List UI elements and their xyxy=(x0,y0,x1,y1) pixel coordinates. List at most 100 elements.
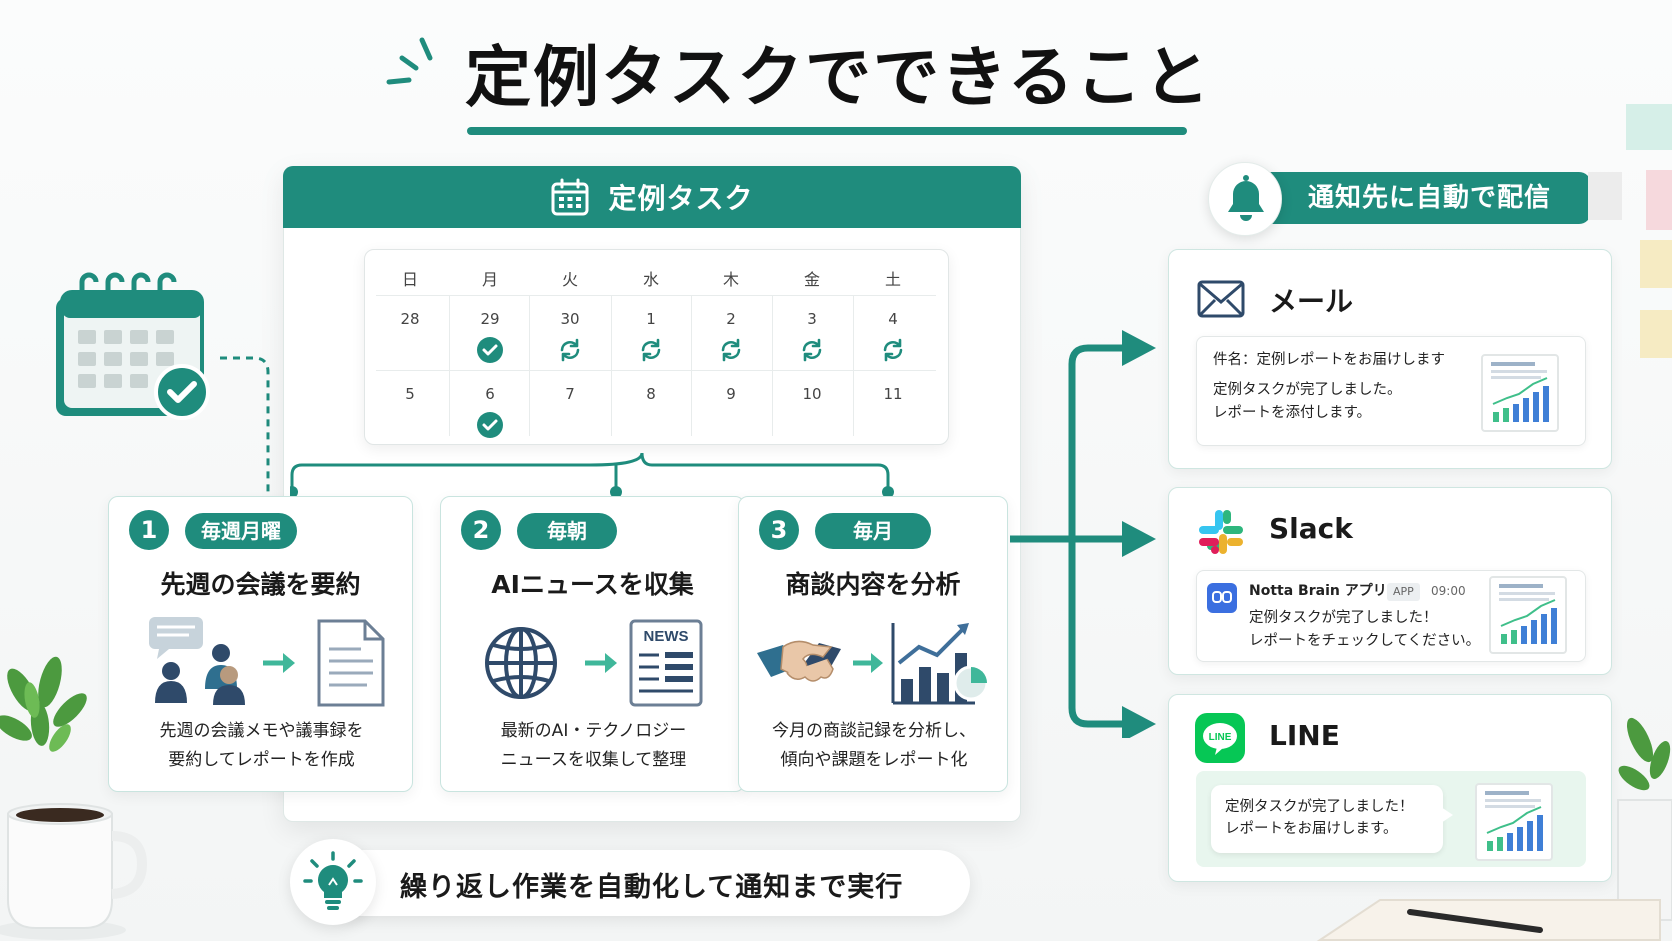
news-label: NEWS xyxy=(644,628,689,645)
calendar-day[interactable]: 29 xyxy=(450,298,530,372)
day-number: 7 xyxy=(565,385,575,403)
calendar-day[interactable]: 5 xyxy=(370,373,450,447)
line-chat-bubble: 定例タスクが完了しました！ レポートをお届けします。 xyxy=(1211,785,1443,853)
calendar-day[interactable]: 3 xyxy=(772,298,852,372)
app-avatar-icon xyxy=(1207,583,1237,613)
plant-decoration xyxy=(0,656,87,752)
calendar-divider xyxy=(376,370,936,371)
sticky-note-decoration xyxy=(1646,170,1672,230)
day-number: 30 xyxy=(560,310,580,328)
page-title: 定例タスクでできること xyxy=(465,39,1212,116)
report-thumbnail-icon xyxy=(1489,576,1567,654)
repeat-icon xyxy=(883,338,903,362)
task-title: AIニュースを収集 xyxy=(491,570,694,599)
task-card-2[interactable]: 2 毎朝 AIニュースを収集 NEWS 最新のAI・テクノロジー ニュースを収集… xyxy=(440,496,745,792)
distribution-arrows xyxy=(1010,330,1156,738)
task-description: 先週の会議メモや議事録を 要約してレポートを作成 xyxy=(159,721,364,770)
handshake-icon xyxy=(757,640,841,682)
frequency-badge: 毎朝 xyxy=(517,513,617,549)
slack-channel-card[interactable]: Slack Notta Brain アプリ APP 09:00 定例タスクが完了… xyxy=(1168,487,1612,675)
line-message-line: 定例タスクが完了しました！ xyxy=(1225,799,1414,815)
day-number: 3 xyxy=(807,310,817,328)
weekday-label: 火 xyxy=(561,270,578,289)
task-panel-title: 定例タスク xyxy=(608,182,754,215)
line-logo-icon: LINE xyxy=(1195,713,1245,763)
task-title: 商談内容を分析 xyxy=(785,570,961,599)
title-underline xyxy=(467,127,1187,135)
slack-message-line: 定例タスクが完了しました！ xyxy=(1249,610,1438,626)
day-number: 29 xyxy=(480,310,500,328)
calendar-day[interactable]: 9 xyxy=(691,373,771,447)
globe-icon xyxy=(485,627,557,699)
day-number: 8 xyxy=(646,385,656,403)
weekday-label: 水 xyxy=(642,270,659,289)
channel-name: LINE xyxy=(1269,719,1340,752)
line-message-line: レポートをお届けします。 xyxy=(1225,821,1398,837)
coffee-cup-decoration xyxy=(0,803,148,940)
task-card-3[interactable]: 3 毎月 商談内容を分析 今月の商談記録を分析し、 傾向や課題をレポート化 xyxy=(738,496,1008,792)
channel-name: Slack xyxy=(1269,512,1353,545)
sticky-note-decoration xyxy=(1588,172,1622,220)
notebook-pen-decoration xyxy=(1316,899,1661,941)
slack-time: 09:00 xyxy=(1431,584,1466,598)
arrow-right-icon xyxy=(263,653,295,673)
calendar-day[interactable]: 4 xyxy=(853,298,933,372)
day-number: 10 xyxy=(802,385,822,403)
repeat-icon xyxy=(641,338,661,362)
report-thumbnail-icon xyxy=(1475,783,1553,861)
meeting-people-icon xyxy=(149,617,245,705)
calendar-day[interactable]: 28 xyxy=(370,298,450,372)
weekday-label: 金 xyxy=(803,270,820,289)
check-icon xyxy=(477,412,503,438)
calendar-divider xyxy=(529,296,530,436)
line-channel-card[interactable]: LINE LINE 定例タスクが完了しました！ レポートをお届けします。 xyxy=(1168,694,1612,882)
day-number: 1 xyxy=(646,310,656,328)
app-badge: APP xyxy=(1387,583,1420,601)
calendar-divider xyxy=(376,295,936,296)
branch-connector xyxy=(290,452,894,498)
task-description: 最新のAI・テクノロジー ニュースを収集して整理 xyxy=(500,721,687,770)
mail-channel-card[interactable]: メール 件名：定例レポートをお届けします 定例タスクが完了しました。 レポートを… xyxy=(1168,249,1612,469)
task-title: 先週の会議を要約 xyxy=(160,570,361,599)
lightbulb-icon xyxy=(303,851,363,910)
day-number: 11 xyxy=(883,385,903,403)
frequency-badge: 毎週月曜 xyxy=(185,513,297,549)
slack-app-name: Notta Brain アプリ xyxy=(1249,583,1387,599)
newspaper-icon: NEWS xyxy=(629,619,703,707)
weekday-label: 日 xyxy=(401,270,418,289)
bell-icon xyxy=(1228,175,1264,221)
calendar-divider xyxy=(611,296,612,436)
task-card-1[interactable]: 1 毎週月曜 先週の会議を要約 先週の会議メモや議事録を 要約してレポートを作成 xyxy=(108,496,413,792)
slack-message-line: レポートをチェックしてください。 xyxy=(1249,633,1481,649)
task-description: 今月の商談記録を分析し、 傾向や課題をレポート化 xyxy=(772,721,976,770)
plant-pot-decoration xyxy=(1617,717,1672,921)
report-thumbnail-icon xyxy=(1481,354,1559,432)
calendar-day[interactable]: 1 xyxy=(611,298,691,372)
calendar-day[interactable]: 2 xyxy=(691,298,771,372)
bubble-tail xyxy=(1441,807,1453,823)
arrow-right-icon xyxy=(585,653,617,673)
calendar-day[interactable]: 7 xyxy=(530,373,610,447)
calendar-day[interactable]: 10 xyxy=(772,373,852,447)
calendar-day[interactable]: 30 xyxy=(530,298,610,372)
day-number: 5 xyxy=(405,385,415,403)
repeat-icon xyxy=(560,338,580,362)
summary-text: 繰り返し作業を自動化して通知まで実行 xyxy=(400,872,904,903)
calendar-day[interactable]: 11 xyxy=(853,373,933,447)
calendar-icon xyxy=(551,178,589,216)
sparkle-icon xyxy=(386,37,433,85)
day-number: 4 xyxy=(888,310,898,328)
calendar-day[interactable]: 6 xyxy=(450,373,530,447)
bell-badge xyxy=(1208,162,1282,236)
check-icon xyxy=(477,337,503,363)
calendar-day[interactable]: 8 xyxy=(611,373,691,447)
sticky-note-decoration xyxy=(1640,310,1672,358)
weekday-label: 土 xyxy=(884,270,901,289)
calendar-check-illustration xyxy=(56,272,210,420)
calendar-divider xyxy=(772,296,773,436)
sticky-note-decoration xyxy=(1626,104,1672,150)
mail-icon xyxy=(1197,280,1245,318)
task-number: 2 xyxy=(461,510,501,550)
calendar-divider xyxy=(449,296,450,436)
day-number: 6 xyxy=(485,385,495,403)
